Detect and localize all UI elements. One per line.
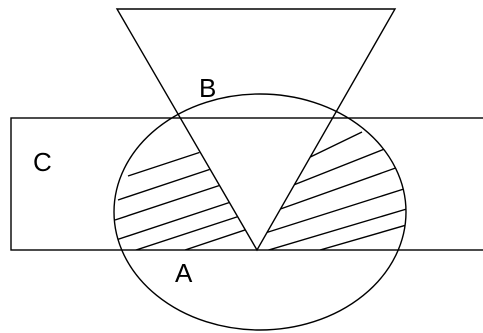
label-a: A <box>175 258 193 288</box>
ellipse-shape <box>113 93 407 331</box>
hatch-left-region <box>114 147 257 250</box>
label-b: B <box>199 73 216 103</box>
hatch-right-region <box>261 131 406 250</box>
rectangle-c <box>10 117 483 251</box>
label-c: C <box>33 147 52 177</box>
inverted-triangle <box>115 8 397 252</box>
